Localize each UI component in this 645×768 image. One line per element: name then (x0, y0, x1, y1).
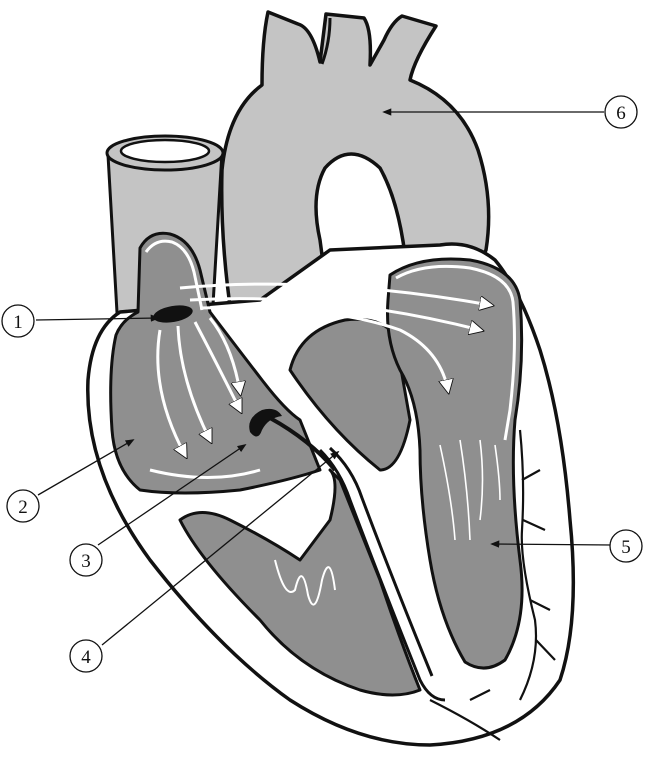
callout-4-number: 4 (81, 647, 91, 668)
callout-6-number: 6 (616, 103, 626, 124)
callout-2-number: 2 (18, 497, 28, 518)
callout-1: 1 (2, 305, 34, 337)
callout-5: 5 (610, 530, 642, 562)
callout-3-number: 3 (81, 551, 91, 572)
callout-2: 2 (7, 490, 39, 522)
callout-4: 4 (70, 640, 102, 672)
callout-1-number: 1 (13, 312, 23, 333)
callout-6: 6 (605, 96, 637, 128)
callout-3: 3 (70, 544, 102, 576)
callout-5-number: 5 (621, 537, 631, 558)
